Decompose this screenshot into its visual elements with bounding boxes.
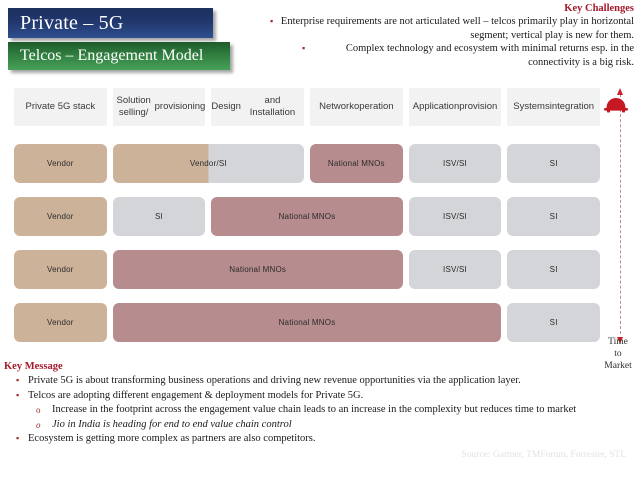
key-challenges-item: ▪ Complex technology and ecosystem with …: [262, 42, 634, 69]
bullet-icon: o: [36, 419, 41, 430]
bullet-icon: ▪: [270, 16, 274, 26]
matrix-column-header: Private 5G stack: [14, 88, 107, 126]
matrix-column-header: Solution selling/provisioning: [112, 88, 206, 126]
axis-dashed-line: [620, 94, 621, 334]
matrix-cell[interactable]: National MNOs: [310, 144, 403, 183]
key-message-item-text: Ecosystem is getting more complex as par…: [28, 433, 316, 444]
matrix-cell[interactable]: ISV/SI: [408, 144, 502, 183]
matrix-cell[interactable]: Vendor: [14, 144, 107, 183]
key-challenges-item-text: Enterprise requirements are not articula…: [280, 16, 634, 41]
key-challenges-list: ▪ Enterprise requirements are not articu…: [262, 15, 634, 69]
matrix-cell[interactable]: SI: [507, 197, 600, 236]
slide-title-primary-text: Private – 5G: [20, 11, 124, 34]
axis-arrow-down-icon: [617, 337, 623, 344]
key-message-list: ▪ Private 5G is about transforming busine…: [4, 374, 636, 447]
key-message-heading: Key Message: [4, 361, 63, 372]
source-credit: Source: Gartner, TMForum, Forrester, STL: [461, 450, 627, 460]
ttm-line-3: Market: [604, 361, 632, 371]
bullet-icon: o: [36, 405, 41, 415]
key-message-item: ▪ Private 5G is about transforming busine…: [4, 374, 636, 389]
slide-title-secondary: Telcos – Engagement Model: [8, 42, 230, 70]
matrix-cell[interactable]: ISV/SI: [408, 197, 502, 236]
slide-title-primary: Private – 5G: [8, 8, 213, 38]
bullet-icon: ▪: [16, 389, 20, 400]
matrix-cell[interactable]: SI: [507, 303, 600, 342]
key-challenges-heading: Key Challenges: [564, 3, 634, 14]
bullet-icon: ▪: [16, 433, 20, 443]
key-message-item: ▪ Ecosystem is getting more complex as pa…: [4, 432, 636, 447]
matrix-cell[interactable]: National MNOs: [112, 303, 502, 342]
key-message-item-text: Private 5G is about transforming busines…: [28, 375, 521, 386]
key-message-item: o Jio in India is heading for end to end …: [4, 418, 636, 433]
ttm-line-2: to: [614, 349, 622, 359]
matrix-cell[interactable]: SI: [507, 250, 600, 289]
speedometer-icon: [604, 98, 628, 113]
key-message-item-text: Jio in India is heading for end to end v…: [52, 418, 292, 430]
key-message-block: Key Message ▪ Private 5G is about transfo…: [4, 360, 636, 447]
slide-title-secondary-text: Telcos – Engagement Model: [20, 47, 204, 64]
key-challenges-block: Key Challenges ▪ Enterprise requirements…: [262, 2, 634, 69]
ttm-line-1: Time: [608, 337, 628, 347]
key-message-item: o Increase in the footprint across the en…: [4, 403, 636, 418]
key-message-item-text: Increase in the footprint across the eng…: [52, 404, 577, 415]
time-to-market-label: Time to Market: [596, 336, 640, 372]
matrix-cell[interactable]: ISV/SI: [408, 250, 502, 289]
key-challenges-item: ▪ Enterprise requirements are not articu…: [262, 15, 634, 42]
matrix-cell[interactable]: Vendor: [14, 303, 107, 342]
bullet-icon: ▪: [302, 43, 306, 53]
bullet-icon: ▪: [16, 375, 20, 385]
key-challenges-item-text: Complex technology and ecosystem with mi…: [345, 43, 634, 68]
matrix-cell[interactable]: Vendor: [14, 197, 107, 236]
axis-arrow-up-icon: [617, 88, 623, 95]
matrix-cell[interactable]: Vendor: [14, 250, 107, 289]
matrix-cell[interactable]: SI: [112, 197, 206, 236]
key-message-item: ▪ Telcos are adopting different engagemen…: [4, 389, 636, 404]
matrix-cell[interactable]: Vendor/SI: [112, 144, 304, 183]
matrix-cell[interactable]: SI: [507, 144, 600, 183]
matrix-cell[interactable]: National MNOs: [112, 250, 403, 289]
matrix-cell[interactable]: National MNOs: [211, 197, 403, 236]
key-message-item-text: Telcos are adopting different engagement…: [28, 389, 364, 401]
